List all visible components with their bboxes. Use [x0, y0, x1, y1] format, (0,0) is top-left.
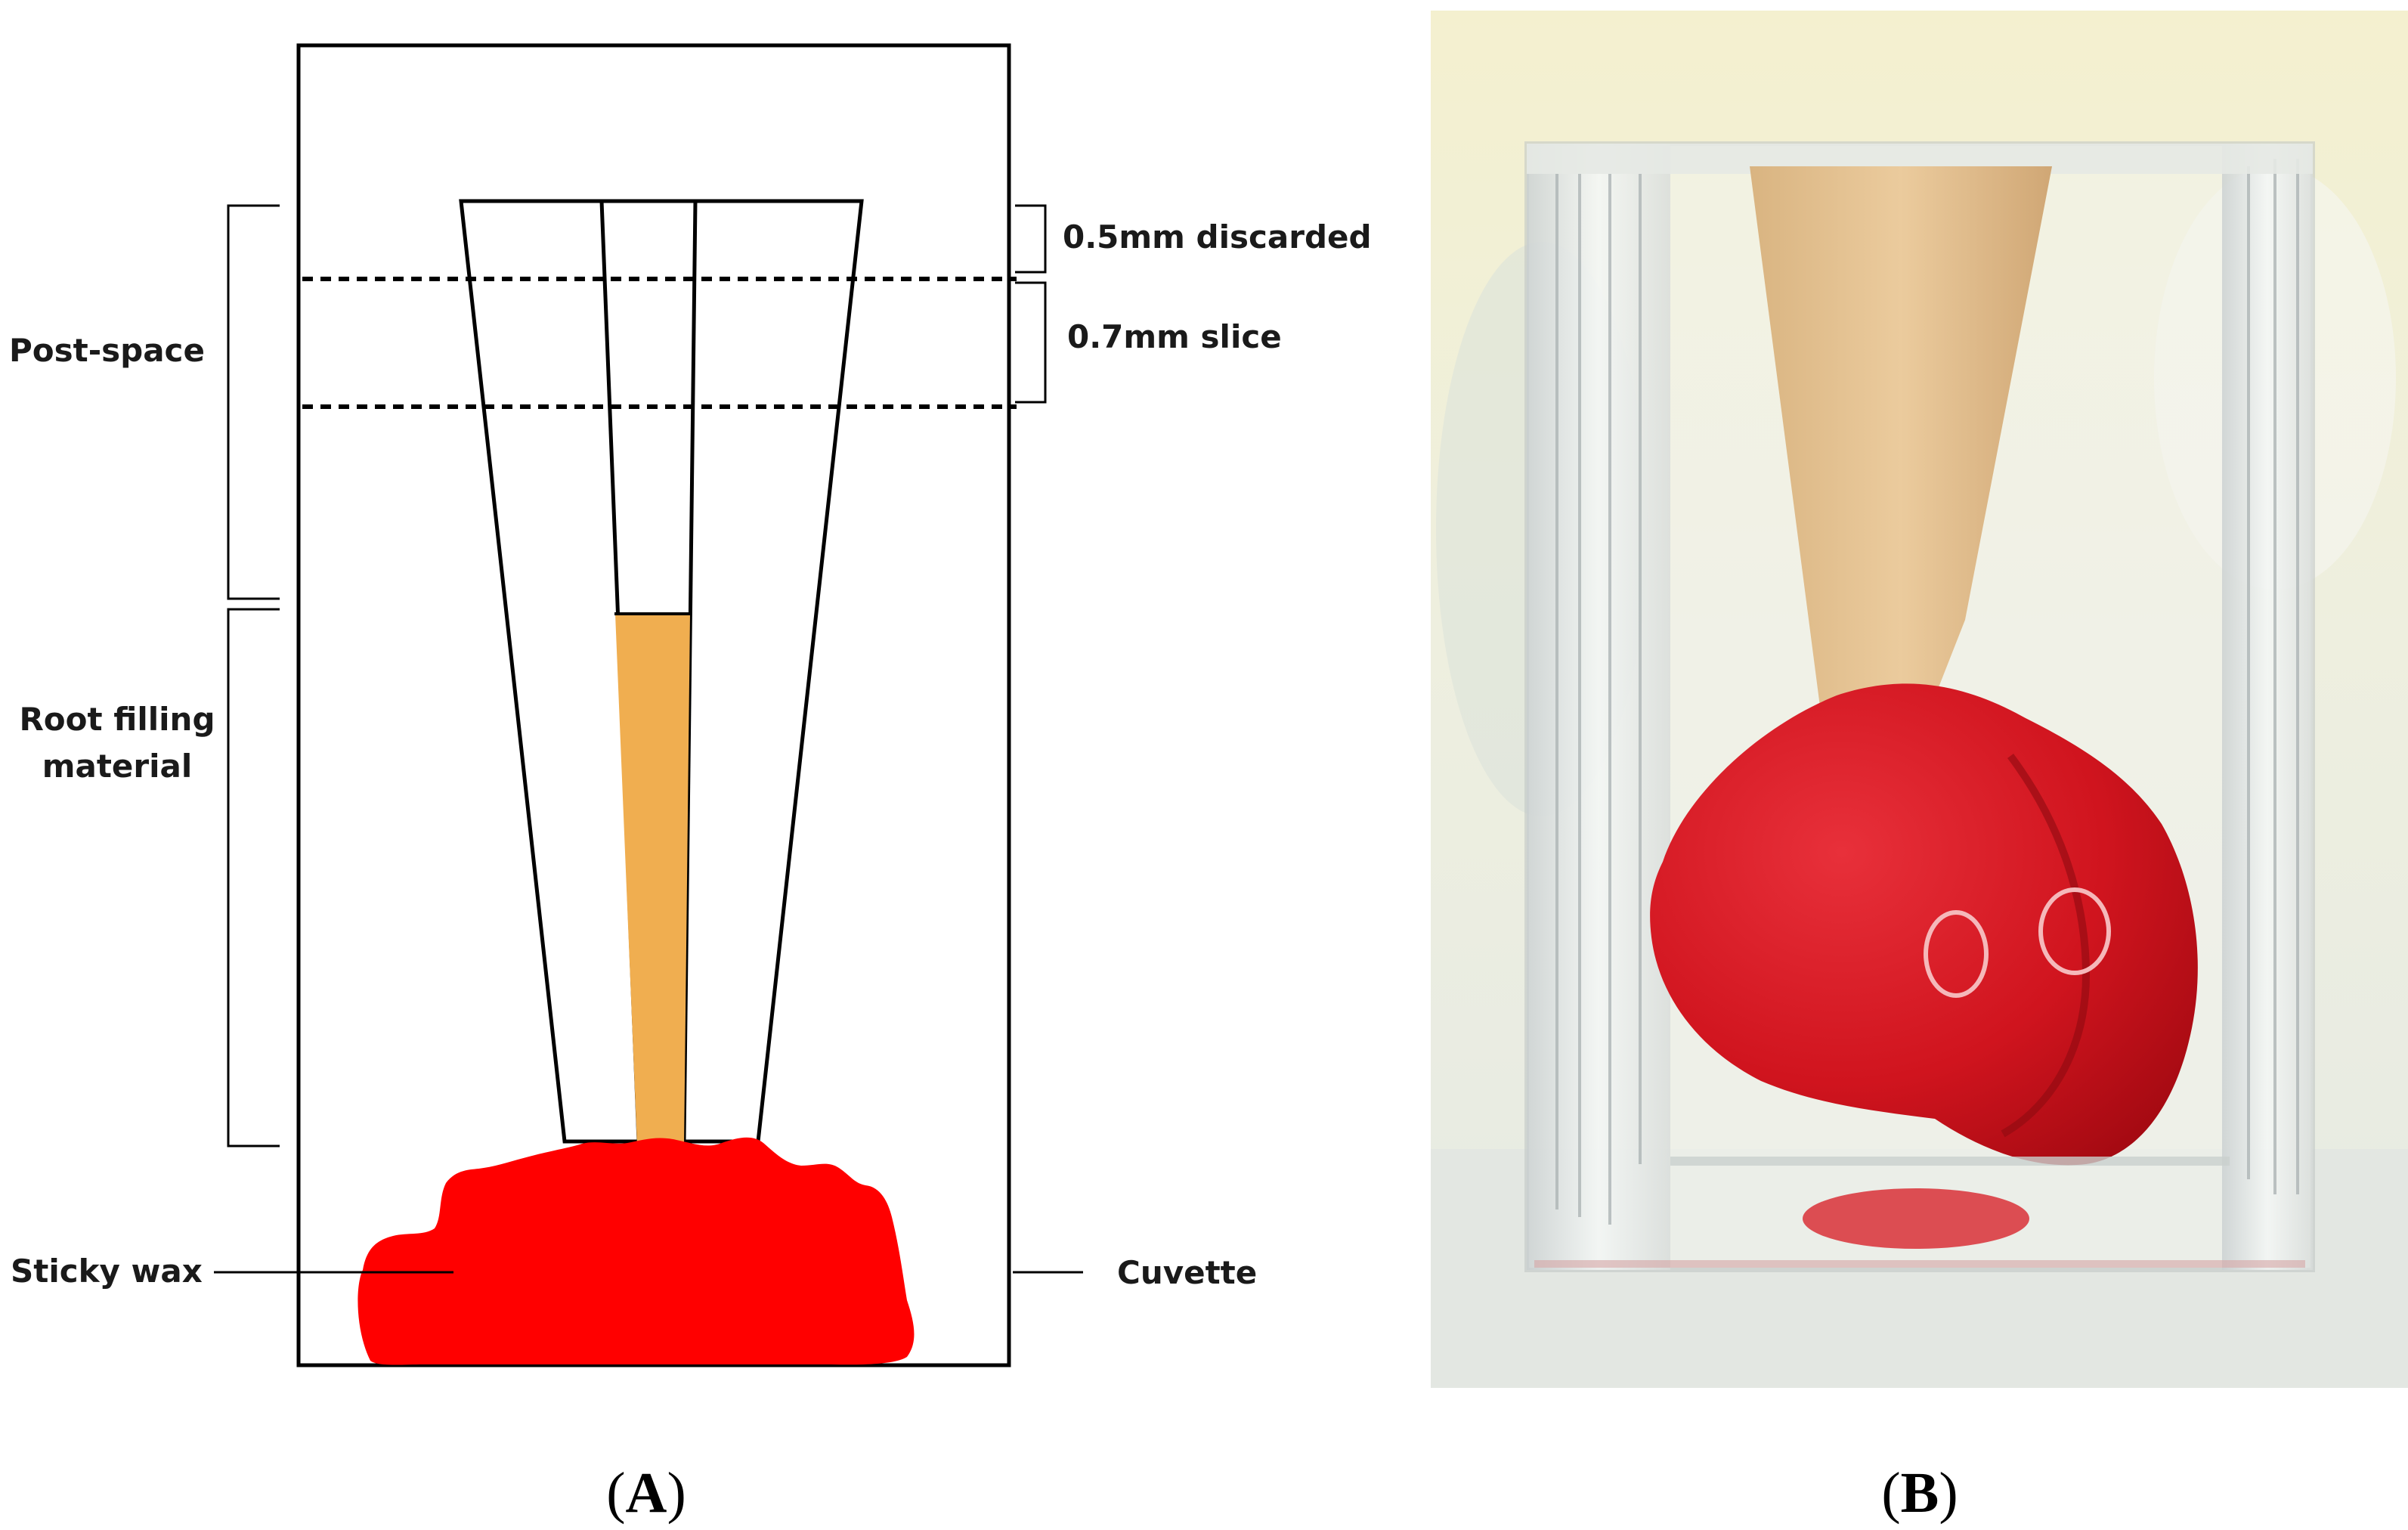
root-filling-bracket [227, 608, 280, 1148]
panel-b-caption: (B) [1881, 1461, 1958, 1525]
photo-wax-bubble-2 [2038, 887, 2111, 975]
root-filling-label-line2: material [42, 748, 193, 785]
sticky-wax-label: Sticky wax [11, 1253, 203, 1290]
cuvette-outline [296, 43, 1011, 1367]
root-filling-material [615, 614, 690, 1146]
cuvette-label: Cuvette [1117, 1254, 1257, 1291]
photo-glass-streaks [1555, 159, 2299, 1225]
discarded-bracket [1015, 204, 1047, 274]
post-space-label: Post-space [9, 332, 205, 369]
photo-wax-bubble-1 [1924, 910, 1989, 998]
panel-a-caption: (A) [606, 1461, 686, 1525]
photo-cuvette-base [1670, 1157, 2230, 1166]
canal-line-right [682, 200, 698, 1142]
panel-a-diagram: Post-space Root filling material Sticky … [9, 43, 1372, 1367]
photo-root [1750, 166, 2052, 763]
slice-label: 0.7mm slice [1067, 318, 1282, 355]
photo-wax-reflection [1803, 1188, 2029, 1249]
post-space-bracket [227, 204, 280, 600]
slice-bracket [1015, 281, 1047, 404]
sticky-wax [357, 1137, 915, 1365]
photo-sticky-wax [1650, 683, 2198, 1166]
discarded-label: 0.5mm discarded [1063, 218, 1372, 256]
photo-cuvette-left-wall [1527, 144, 1670, 1270]
panel-b-photo [1431, 11, 2408, 1388]
photo-wax-fold [2001, 754, 2091, 1138]
root-filling-label-line1: Root filling [19, 701, 215, 738]
